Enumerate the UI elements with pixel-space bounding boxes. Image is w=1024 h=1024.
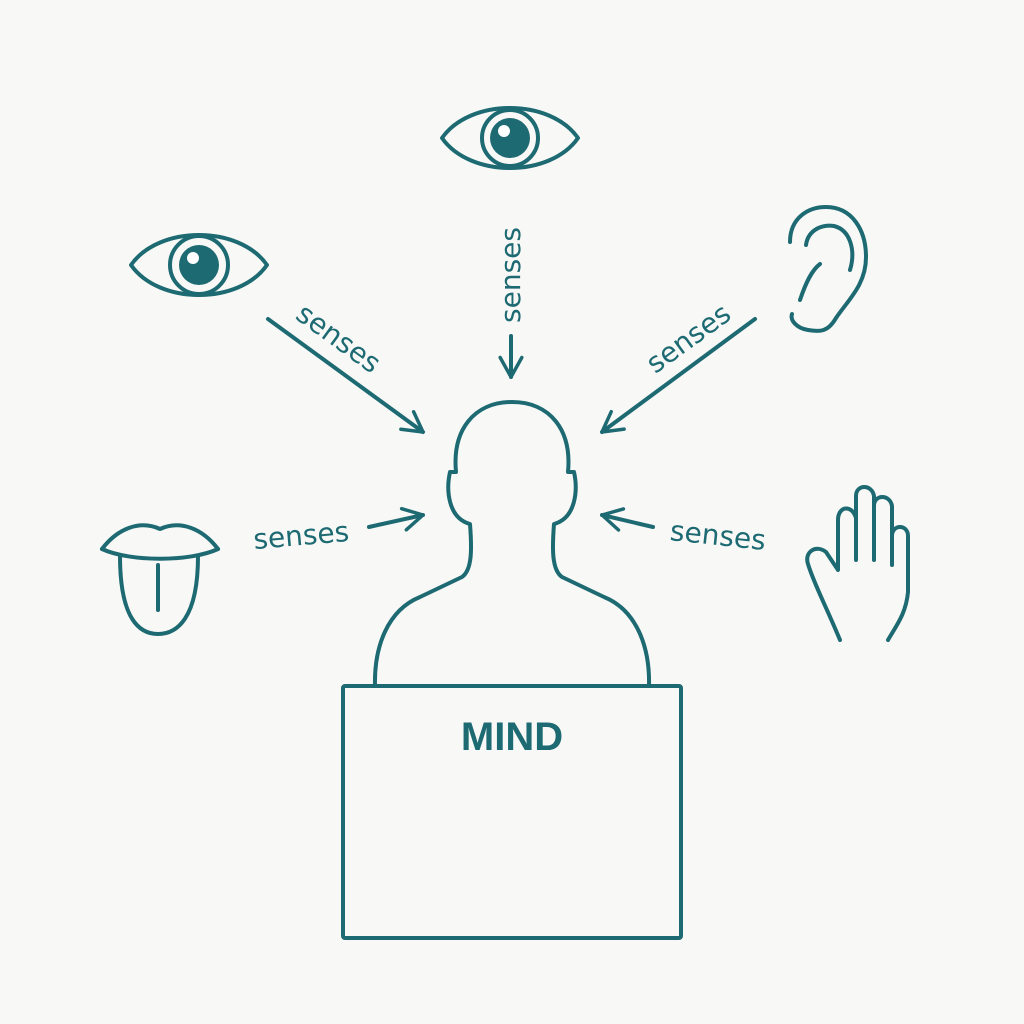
tongue-icon [100, 523, 220, 636]
sense-label-top: senses [494, 227, 527, 323]
eye-icon [129, 233, 269, 297]
sense-label-upper-left: senses [290, 297, 387, 380]
eye-icon [440, 106, 580, 170]
mind-label: MIND [461, 715, 563, 759]
mind-box [341, 684, 683, 940]
sense-arrow [266, 317, 425, 434]
sense-label-right: senses [669, 514, 768, 557]
sense-arrow [600, 317, 757, 434]
sense-label-left: senses [252, 515, 350, 556]
person-silhouette [372, 400, 652, 688]
sense-arrow [600, 507, 655, 532]
ear-icon [788, 205, 868, 333]
hand-icon [805, 485, 910, 642]
sense-arrow [367, 506, 425, 532]
